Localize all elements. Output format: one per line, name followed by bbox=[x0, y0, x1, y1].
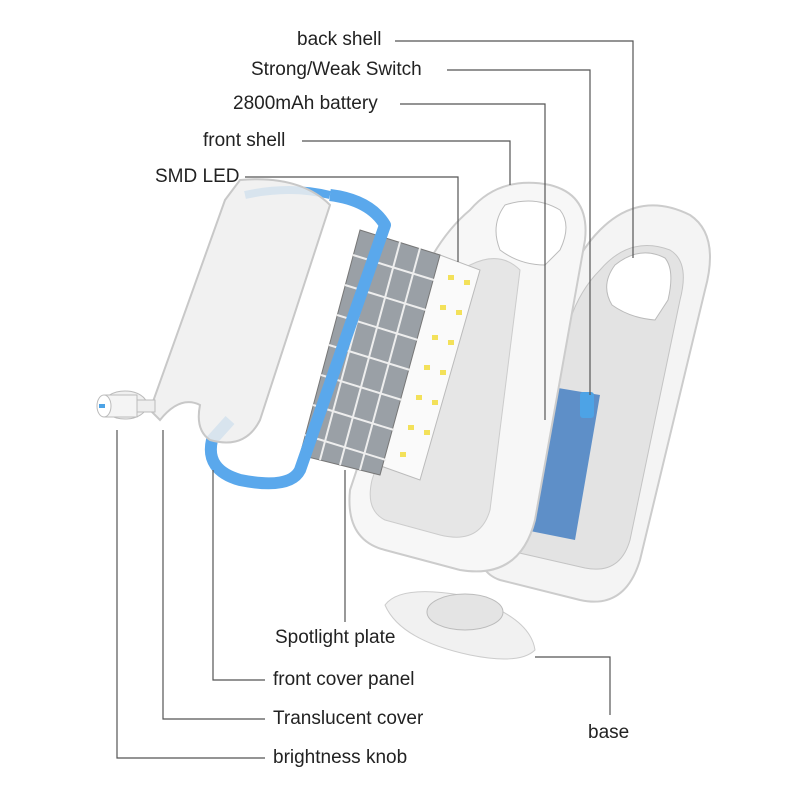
label-brightness-knob: brightness knob bbox=[273, 747, 408, 768]
label-strong-weak-switch: Strong/Weak Switch bbox=[251, 59, 422, 80]
label-translucent-cover: Translucent cover bbox=[273, 708, 424, 729]
base bbox=[384, 591, 536, 660]
label-battery: 2800mAh battery bbox=[233, 93, 378, 114]
brightness-knob bbox=[96, 390, 156, 420]
label-back-shell: back shell bbox=[297, 29, 382, 50]
label-front-shell: front shell bbox=[203, 130, 286, 151]
leader-lines bbox=[116, 40, 634, 759]
label-spotlight-plate: Spotlight plate bbox=[275, 627, 396, 648]
label-front-cover-panel: front cover panel bbox=[273, 669, 415, 690]
smd-led-board bbox=[377, 254, 481, 481]
translucent-cover bbox=[148, 178, 332, 444]
switch-knob bbox=[580, 392, 594, 418]
label-smd-led: SMD LED bbox=[155, 166, 240, 187]
label-base: base bbox=[588, 722, 630, 743]
